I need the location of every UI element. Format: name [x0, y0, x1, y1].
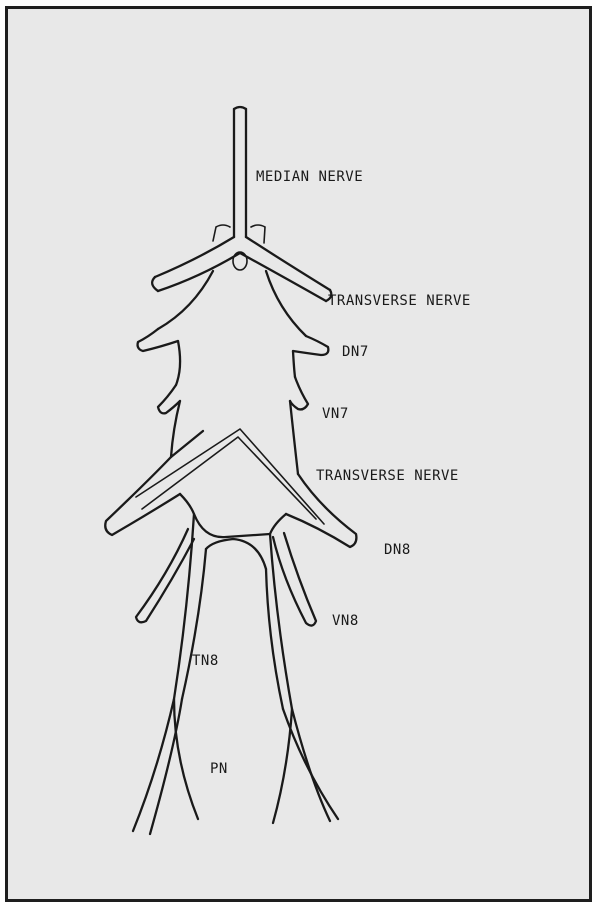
- nerve-ganglion-diagram: [8, 9, 589, 899]
- label-tn8: TN8: [192, 653, 219, 669]
- label-dn7: DN7: [342, 344, 369, 360]
- label-transverse-nerve-lower: TRANSVERSE NERVE: [316, 468, 459, 484]
- vn7-nerve: [158, 377, 308, 413]
- label-pn: PN: [210, 761, 228, 777]
- dn7-nerve: [138, 329, 329, 355]
- ganglion-body: [158, 271, 306, 474]
- transverse-nerve-upper: [152, 225, 331, 301]
- label-transverse-nerve-upper: TRANSVERSE NERVE: [328, 293, 471, 309]
- median-nerve: [234, 107, 246, 237]
- label-dn8: DN8: [384, 542, 411, 558]
- vn8-nerve: [136, 529, 316, 626]
- label-median-nerve: MEDIAN NERVE: [256, 169, 363, 185]
- figure-frame: MEDIAN NERVE TRANSVERSE NERVE DN7 VN7 TR…: [5, 6, 592, 902]
- tn8-nerve: [133, 494, 330, 831]
- transverse-nerve-lower: [136, 429, 324, 524]
- label-vn7: VN7: [322, 406, 349, 422]
- label-vn8: VN8: [332, 613, 359, 629]
